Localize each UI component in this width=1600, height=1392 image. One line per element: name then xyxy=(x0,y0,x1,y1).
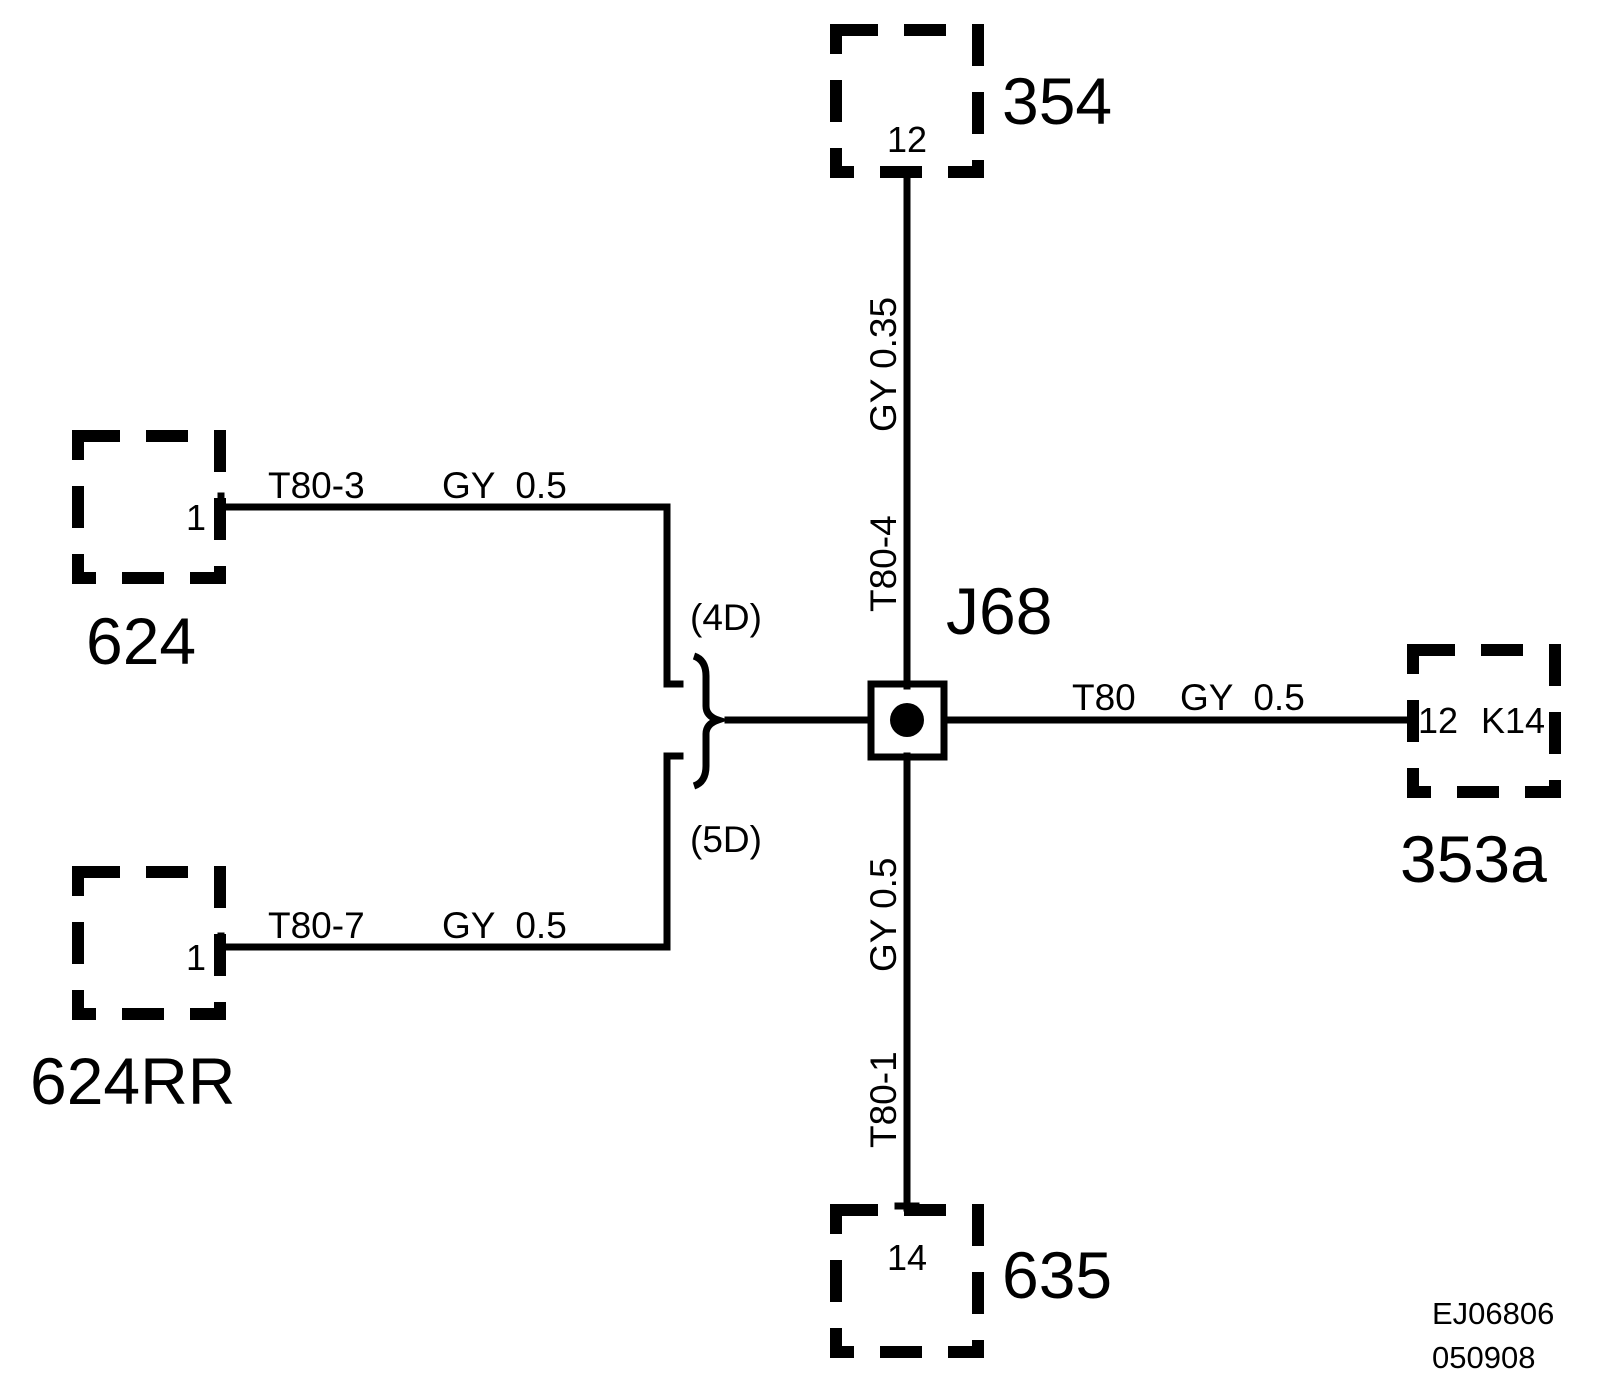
wire-bottom-id: T80-1 xyxy=(863,1051,904,1148)
junction-dot-icon xyxy=(890,703,924,737)
wire-top-spec: GY 0.35 xyxy=(863,297,904,432)
pin-624: 1 xyxy=(186,497,206,538)
junction-box xyxy=(867,680,948,761)
wire-upper-left xyxy=(216,503,684,688)
pin-353a: 12 xyxy=(1418,700,1458,741)
reference-code: EJ06806 xyxy=(1432,1296,1554,1331)
wire-lower-left xyxy=(216,752,684,951)
pin-353a-extra: K14 xyxy=(1481,700,1545,741)
connector-624-label: 624 xyxy=(86,604,196,678)
wire-right-spec: GY 0.5 xyxy=(1180,677,1305,718)
splice-lower-label: (5D) xyxy=(690,819,762,860)
wire-bottom-spec: GY 0.5 xyxy=(863,857,904,972)
wire-lower-left-id: T80-7 xyxy=(268,905,365,946)
wire-lower-left-spec: GY 0.5 xyxy=(442,905,567,946)
reference-date: 050908 xyxy=(1432,1340,1535,1375)
pin-354: 12 xyxy=(887,119,927,160)
connector-354-label: 354 xyxy=(1002,64,1112,138)
junction-label: J68 xyxy=(946,574,1052,648)
connector-624rr-label: 624RR xyxy=(30,1044,235,1118)
connector-635-box xyxy=(830,1204,984,1358)
pin-635: 14 xyxy=(887,1237,927,1278)
pin-624rr: 1 xyxy=(186,937,206,978)
wire-upper-left-spec: GY 0.5 xyxy=(442,465,567,506)
wire-right-id: T80 xyxy=(1072,677,1136,718)
splice-upper-label: (4D) xyxy=(690,597,762,638)
wire-upper-left-id: T80-3 xyxy=(268,465,365,506)
connector-635-label: 635 xyxy=(1002,1238,1112,1312)
splice-brace-icon xyxy=(692,652,730,790)
connector-353a-label: 353a xyxy=(1400,822,1547,896)
wire-top-id: T80-4 xyxy=(863,515,904,612)
